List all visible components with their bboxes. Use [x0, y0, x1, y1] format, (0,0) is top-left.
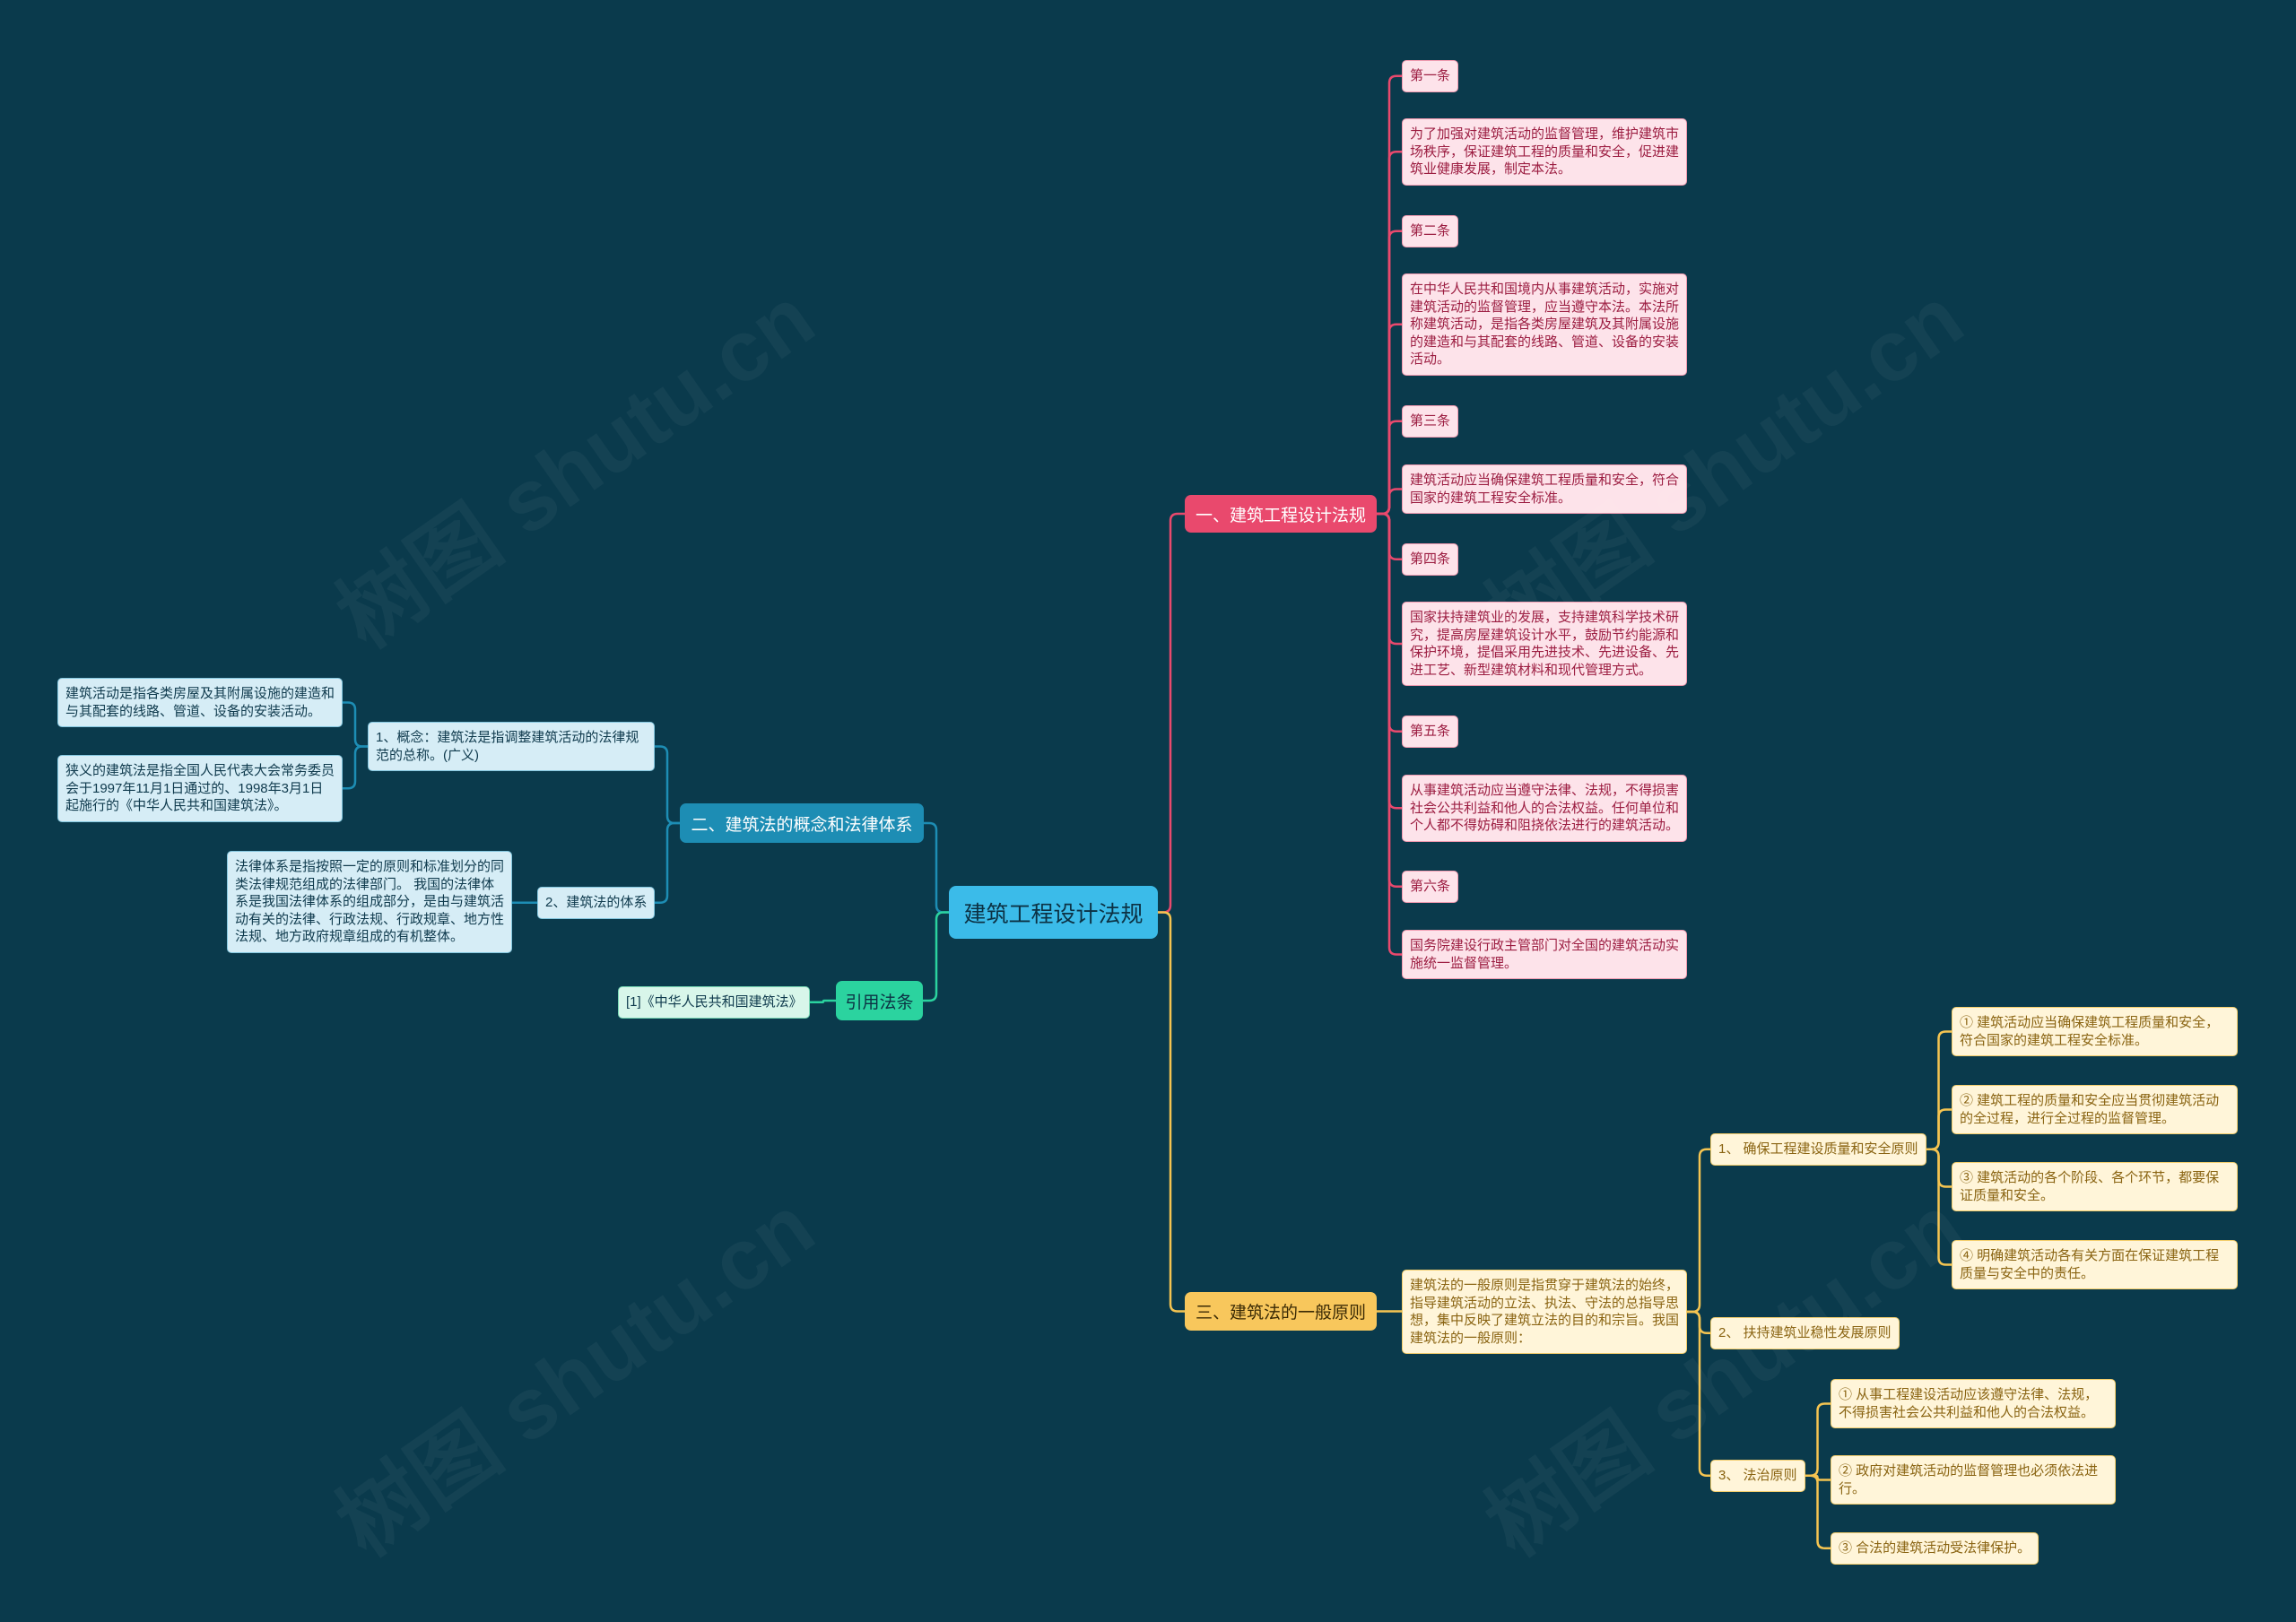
connector-line — [1156, 512, 1187, 914]
connector-line — [922, 821, 951, 914]
branch-topic-design-regulations[interactable]: 一、建筑工程设计法规 — [1185, 495, 1377, 533]
article-number-tag[interactable]: 第二条 — [1402, 215, 1459, 247]
legal-system-node[interactable]: 2、建筑法的体系 — [537, 887, 655, 919]
connector-line — [1156, 911, 1187, 1313]
article-text-node[interactable]: 国务院建设行政主管部门对全国的建筑活动实施统一监督管理。 — [1402, 930, 1687, 979]
connector-line — [1804, 1474, 1832, 1549]
connector-line — [341, 701, 370, 748]
principle-point-node[interactable]: ② 建筑工程的质量和安全应当贯彻建筑活动的全过程，进行全过程的监督管理。 — [1952, 1085, 2238, 1134]
branch-topic-cited-articles[interactable]: 引用法条 — [836, 981, 923, 1020]
cited-law-node[interactable]: [1]《中华人民共和国建筑法》 — [618, 986, 810, 1019]
article-text-node[interactable]: 在中华人民共和国境内从事建筑活动，实施对建筑活动的监督管理，应当遵守本法。本法所… — [1402, 273, 1687, 376]
article-text-node[interactable]: 国家扶持建筑业的发展，支持建筑科学技术研究，提高房屋建筑设计水平，鼓励节约能源和… — [1402, 602, 1687, 686]
principle-industry-support[interactable]: 2、 扶持建筑业稳性发展原则 — [1710, 1317, 1900, 1349]
article-number-tag[interactable]: 第四条 — [1402, 543, 1459, 576]
connector-line — [1685, 1148, 1712, 1314]
concept-node[interactable]: 1、概念：建筑法是指调整建筑活动的法律规范的总称。(广义) — [368, 722, 655, 771]
article-text-node[interactable]: 建筑活动应当确保建筑工程质量和安全，符合国家的建筑工程安全标准。 — [1402, 464, 1687, 514]
connector-line — [653, 745, 682, 825]
connector-line — [1804, 1402, 1832, 1477]
principle-point-node[interactable]: ③ 建筑活动的各个阶段、各个环节，都要保证质量和安全。 — [1952, 1162, 2238, 1211]
branch-topic-general-principles[interactable]: 三、建筑法的一般原则 — [1185, 1292, 1377, 1331]
connector-line — [1375, 488, 1404, 516]
article-number-tag[interactable]: 第一条 — [1402, 60, 1459, 92]
article-number-tag[interactable]: 第五条 — [1402, 716, 1459, 748]
connector-line — [1375, 512, 1404, 956]
principle-point-node[interactable]: ① 建筑活动应当确保建筑工程质量和安全，符合国家的建筑工程安全标准。 — [1952, 1007, 2238, 1056]
article-number-tag[interactable]: 第六条 — [1402, 871, 1459, 903]
principle-point-node[interactable]: ① 从事工程建设活动应该遵守法律、法规，不得损害社会公共利益和他人的合法权益。 — [1831, 1379, 2116, 1428]
connector-line — [653, 821, 682, 904]
article-number-tag[interactable]: 第三条 — [1402, 405, 1459, 438]
legal-system-note-node[interactable]: 法律体系是指按照一定的原则和标准划分的同类法律规范组成的法律部门。 我国的法律体… — [227, 851, 512, 953]
connector-line — [1804, 1474, 1832, 1481]
concept-note-node[interactable]: 建筑活动是指各类房屋及其附属设施的建造和与其配套的线路、管道、设备的安装活动。 — [57, 678, 343, 727]
principles-intro-node[interactable]: 建筑法的一般原则是指贯穿于建筑法的始终，指导建筑活动的立法、执法、守法的总指导思… — [1402, 1270, 1687, 1354]
branch-topic-concept-and-system[interactable]: 二、建筑法的概念和法律体系 — [680, 803, 924, 843]
connector-line — [808, 999, 838, 1003]
connector-line — [1685, 1310, 1712, 1477]
article-text-node[interactable]: 从事建筑活动应当遵守法律、法规，不得损害社会公共利益和他人的合法权益。任何单位和… — [1402, 775, 1687, 842]
connector-line — [1925, 1108, 1953, 1150]
principle-quality-safety[interactable]: 1、 确保工程建设质量和安全原则 — [1710, 1133, 1926, 1166]
principle-point-node[interactable]: ② 政府对建筑活动的监督管理也必须依法进行。 — [1831, 1455, 2116, 1505]
root-topic[interactable]: 建筑工程设计法规 — [949, 886, 1158, 939]
article-text-node[interactable]: 为了加强对建筑活动的监督管理，维护建筑市场秩序，保证建筑工程的质量和安全，促进建… — [1402, 118, 1687, 186]
concept-note-node[interactable]: 狭义的建筑法是指全国人民代表大会常务委员会于1997年11月1日通过的、1998… — [57, 755, 343, 822]
connector-line — [1925, 1148, 1953, 1266]
principle-point-node[interactable]: ③ 合法的建筑活动受法律保护。 — [1831, 1532, 2039, 1565]
connector-line — [921, 911, 951, 1002]
principle-rule-of-law[interactable]: 3、 法治原则 — [1710, 1460, 1805, 1492]
principle-point-node[interactable]: ④ 明确建筑活动各有关方面在保证建筑工程质量与安全中的责任。 — [1952, 1240, 2238, 1289]
connector-line — [341, 745, 370, 790]
